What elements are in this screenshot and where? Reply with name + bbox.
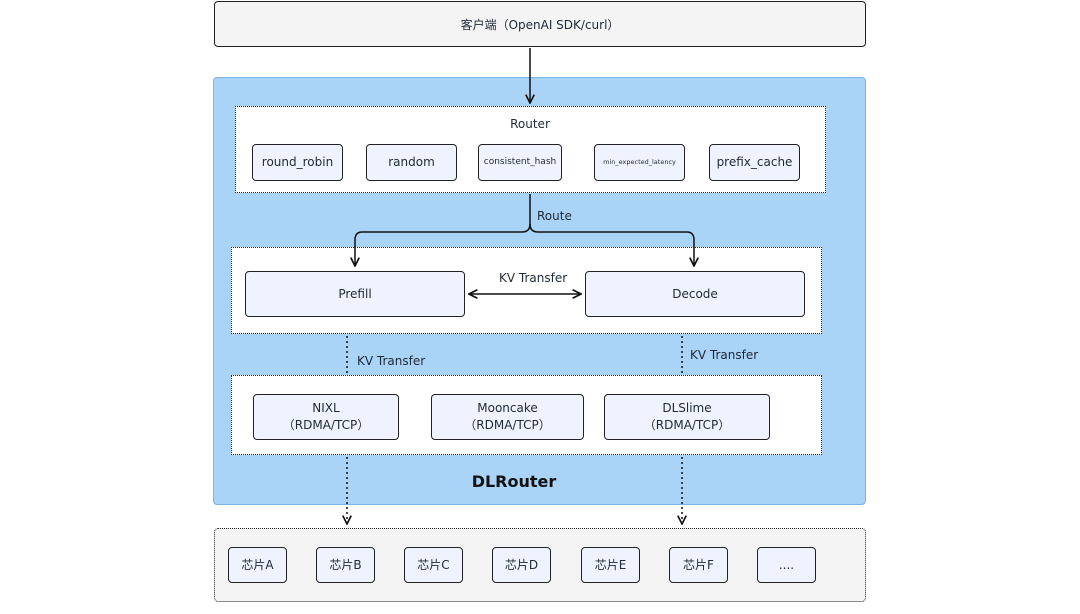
- chip-c: 芯片C: [404, 547, 463, 583]
- policy-label: random: [388, 155, 435, 169]
- route-label: Route: [537, 209, 572, 223]
- chip-label: 芯片C: [417, 557, 450, 572]
- transport-name: NIXL: [312, 401, 340, 415]
- policy-label: consistent_hash: [483, 157, 557, 167]
- route-fork-arrow: [355, 194, 531, 266]
- decode-box: Decode: [585, 271, 805, 317]
- policy-label: min_expected_latency: [603, 158, 676, 166]
- kv-transfer-pd-label: KV Transfer: [499, 271, 568, 285]
- transport-name: DLSlime: [662, 401, 712, 415]
- policy-round-robin: round_robin: [252, 144, 343, 181]
- transport-protocol: （RDMA/TCP）: [643, 418, 731, 432]
- client-label: 客户端（OpenAI SDK/curl）: [460, 17, 620, 32]
- chip-label: ....: [778, 557, 795, 572]
- transport-protocol: （RDMA/TCP）: [464, 418, 551, 432]
- decode-label: Decode: [672, 286, 718, 301]
- chip-e: 芯片E: [581, 547, 640, 583]
- kv-transfer-left-label: KV Transfer: [357, 354, 426, 368]
- transport-mooncake: Mooncake （RDMA/TCP）: [431, 394, 584, 440]
- router-title: Router: [510, 117, 550, 131]
- prefill-box: Prefill: [245, 271, 465, 317]
- prefill-label: Prefill: [338, 286, 372, 301]
- chip-label: 芯片D: [504, 557, 539, 572]
- kv-transfer-right-label: KV Transfer: [690, 348, 759, 362]
- policy-random: random: [366, 144, 457, 181]
- chip-label: 芯片B: [329, 557, 362, 572]
- policy-label: round_robin: [261, 155, 334, 169]
- policy-min-expected-latency: min_expected_latency: [594, 144, 685, 181]
- route-fork-arrow-right: [529, 223, 694, 266]
- policy-consistent-hash: consistent_hash: [478, 144, 562, 181]
- chip-more: ....: [757, 547, 816, 583]
- transport-dlslime: DLSlime （RDMA/TCP）: [604, 394, 770, 440]
- chip-d: 芯片D: [492, 547, 551, 583]
- chip-label: 芯片E: [594, 557, 627, 572]
- chip-label: 芯片A: [241, 557, 274, 572]
- policy-prefix-cache: prefix_cache: [709, 144, 800, 181]
- chip-label: 芯片F: [683, 557, 714, 572]
- chip-b: 芯片B: [316, 547, 375, 583]
- transport-protocol: （RDMA/TCP）: [282, 418, 370, 432]
- transport-name: Mooncake: [477, 401, 538, 415]
- chip-f: 芯片F: [669, 547, 728, 583]
- dlrouter-title: DLRouter: [471, 472, 557, 491]
- transport-nixl: NIXL （RDMA/TCP）: [253, 394, 399, 440]
- policy-label: prefix_cache: [716, 155, 793, 169]
- chip-a: 芯片A: [228, 547, 287, 583]
- client-box: 客户端（OpenAI SDK/curl）: [214, 1, 866, 47]
